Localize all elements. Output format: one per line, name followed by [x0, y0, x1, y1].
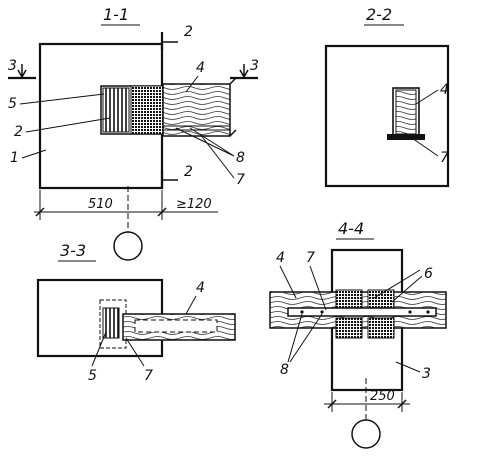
end-insulation	[102, 307, 120, 339]
bolt	[320, 310, 324, 314]
leader-line	[91, 331, 107, 367]
section-label-left: 3	[8, 58, 17, 74]
leader-line	[19, 93, 105, 105]
callout-label: 7	[236, 172, 245, 188]
callout-label: 4	[196, 280, 205, 296]
section-4-4: 4-4 4 7 6 8 3 250	[269, 219, 447, 449]
cut-label-top: 2	[184, 24, 193, 40]
leader-line	[21, 149, 47, 159]
mortar-bed	[387, 134, 425, 140]
leader-line	[279, 265, 297, 299]
leader-line	[125, 337, 145, 367]
callout-label: 1	[10, 150, 19, 166]
callout-label: 3	[422, 366, 431, 382]
mesh-pad	[367, 289, 395, 311]
dim-ticks	[35, 207, 167, 217]
mesh-pad	[367, 317, 395, 339]
axis-bubble	[351, 419, 381, 449]
callout-label: 8	[236, 150, 245, 166]
callout-label: 7	[144, 368, 153, 384]
callout-label: 8	[280, 362, 289, 378]
dim-label-bearing: ≥120	[176, 197, 212, 212]
leader-line	[185, 295, 197, 315]
leader-line	[411, 137, 439, 157]
callout-label: 6	[424, 266, 433, 282]
section-title: 4-4	[338, 219, 364, 238]
leader-line	[415, 89, 439, 105]
leader-line	[395, 361, 421, 373]
leader-line	[25, 117, 111, 133]
section-label-right: 3	[250, 58, 259, 74]
section-arrow-right	[239, 64, 249, 79]
leader-line	[287, 313, 323, 363]
steel-strap	[287, 307, 437, 317]
wood-beam	[162, 83, 231, 137]
end-insulation	[102, 87, 130, 133]
bolt	[426, 310, 430, 314]
brick-wall	[324, 44, 450, 188]
cut-label-bottom: 2	[184, 164, 193, 180]
section-title: 2-2	[366, 5, 392, 24]
leader-line	[175, 127, 235, 157]
leader-line	[373, 269, 423, 303]
section-title: 1-1	[103, 5, 129, 24]
bolt	[408, 310, 412, 314]
callout-label: 2	[14, 124, 23, 140]
beam-break	[229, 77, 237, 137]
leader-line	[185, 75, 199, 93]
leader-line	[199, 133, 235, 179]
callout-label: 4	[196, 60, 205, 76]
callout-label: 4	[440, 82, 449, 98]
callout-label: 7	[440, 150, 449, 166]
wood-beam-end	[395, 89, 417, 135]
callout-label: 5	[8, 96, 17, 112]
mesh-pad	[335, 289, 363, 311]
section-3-3: 3-3 4 5 7	[36, 241, 236, 384]
section-1-1: 1-1 2 2 3 3 4 5 2 1 8 7	[8, 5, 259, 261]
dim-ticks	[327, 399, 407, 409]
section-2-2: 2-2 4 7	[324, 5, 450, 188]
beam-strap	[134, 319, 218, 333]
section-title: 3-3	[60, 241, 86, 260]
leader-line	[309, 265, 327, 311]
mesh-pad	[335, 317, 363, 339]
callout-label: 7	[306, 250, 315, 266]
axis-bubble	[113, 231, 143, 261]
mesh-layer	[130, 85, 164, 135]
section-arrow-left	[17, 64, 27, 79]
dim-label-wall: 510	[88, 197, 113, 212]
callout-label: 4	[276, 250, 285, 266]
dim-label: 250	[370, 389, 395, 404]
callout-label: 5	[88, 368, 97, 384]
bolt	[300, 310, 304, 314]
